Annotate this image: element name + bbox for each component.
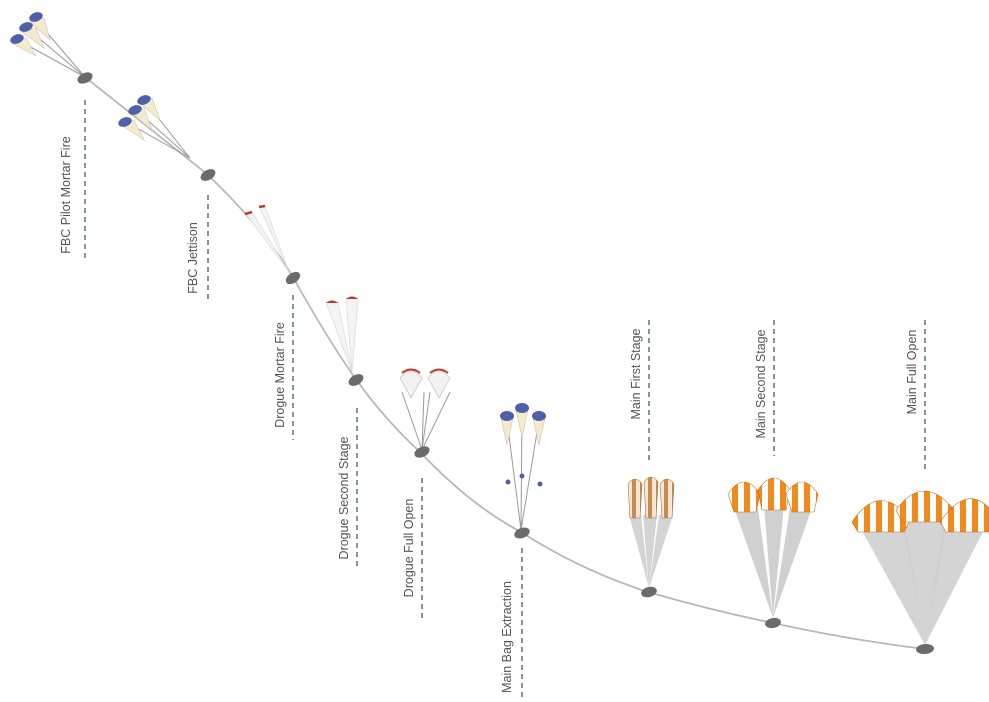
capsule-icon — [285, 271, 301, 285]
pilot-chutes-icon — [118, 95, 191, 159]
main-chutes-icon — [627, 476, 675, 588]
stage-main-second-stage: Main Second Stage — [727, 320, 819, 629]
stage-fbc-jettison: FBC Jettison — [118, 95, 216, 300]
drogue-chutes-icon — [325, 296, 359, 373]
capsule-icon — [414, 446, 430, 458]
pilot-chutes-icon — [10, 12, 86, 78]
stage-main-first-stage: Main First Stage — [627, 320, 675, 598]
stage-fbc-pilot-mortar-fire: FBC Pilot Mortar Fire — [10, 12, 93, 262]
drogue-chutes-icon — [244, 204, 290, 273]
capsule-icon — [765, 617, 781, 629]
stage-main-bag-extraction: Main Bag Extraction — [500, 403, 546, 700]
stage-label: Main First Stage — [629, 328, 643, 419]
capsule-icon — [77, 72, 93, 84]
main-chutes-icon — [851, 490, 989, 645]
stage-label: Main Bag Extraction — [500, 581, 514, 693]
main-chutes-icon — [727, 477, 819, 618]
pilot-chutes-icon — [500, 403, 546, 531]
capsule-icon — [916, 643, 934, 655]
stage-label: Drogue Second Stage — [337, 436, 351, 559]
stage-label: Main Second Stage — [754, 329, 768, 438]
stage-label: Main Full Open — [905, 330, 919, 415]
descent-trajectory — [84, 76, 926, 650]
stage-drogue-mortar-fire: Drogue Mortar Fire — [244, 204, 301, 440]
stage-main-full-open: Main Full Open — [851, 320, 989, 655]
capsule-icon — [641, 586, 657, 598]
stage-label: Drogue Full Open — [402, 499, 416, 598]
stage-drogue-full-open: Drogue Full Open — [399, 368, 451, 620]
capsule-icon — [514, 527, 530, 539]
stage-label: Drogue Mortar Fire — [273, 322, 287, 428]
capsule-icon — [200, 169, 216, 181]
drogue-chutes-icon — [399, 368, 451, 451]
stage-label: FBC Pilot Mortar Fire — [59, 136, 73, 253]
stage-drogue-second-stage: Drogue Second Stage — [325, 296, 364, 570]
capsule-icon — [348, 374, 364, 386]
stage-label: FBC Jettison — [186, 222, 200, 294]
